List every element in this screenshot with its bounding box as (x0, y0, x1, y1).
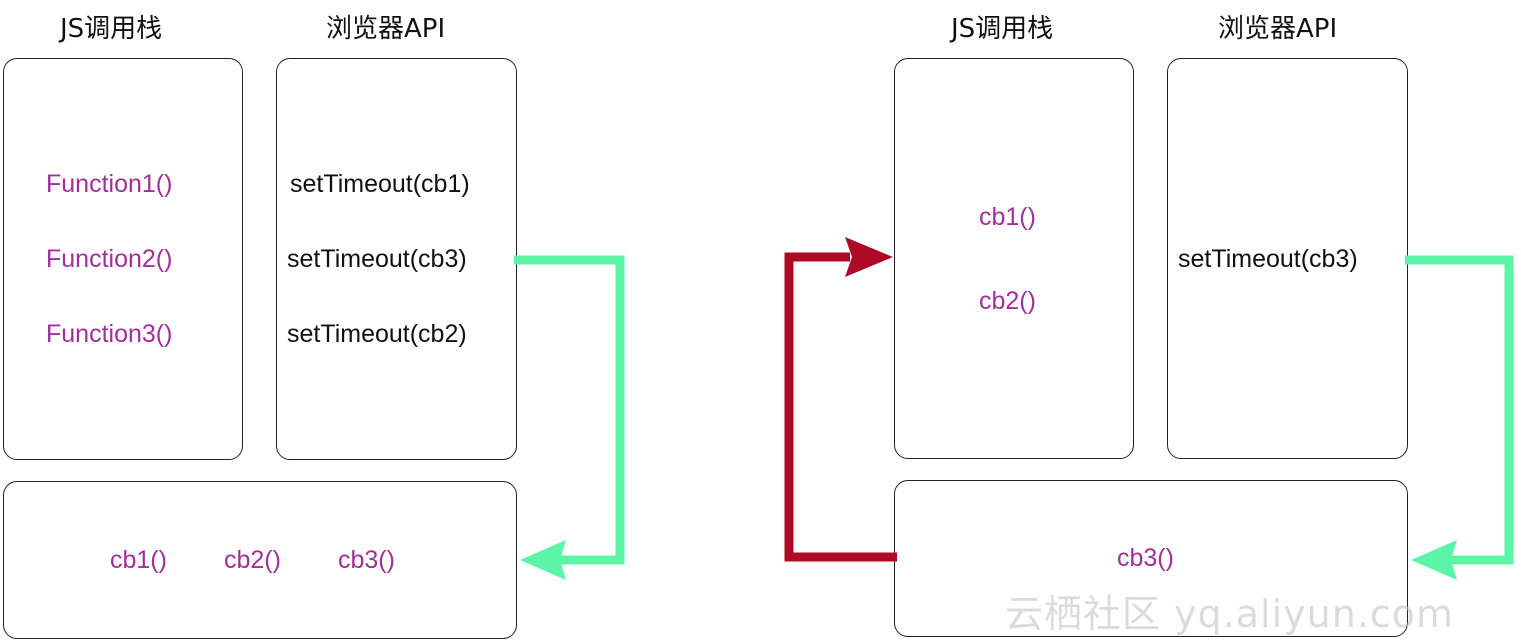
left-stack-item: Function2() (46, 245, 173, 273)
right-queue-item: cb3() (1117, 544, 1174, 572)
left-timer-arrow (514, 255, 625, 580)
watermark: 云栖社区 yq.aliyun.com (1005, 592, 1455, 636)
right-browser-api-box (1167, 58, 1408, 459)
left-queue-item: cb2() (224, 546, 281, 574)
left-callback-queue-box (3, 481, 517, 639)
left-call-stack-box (3, 58, 243, 460)
left-stack-title: JS调用栈 (60, 14, 163, 44)
left-browser-api-box (276, 58, 517, 460)
left-queue-item: cb1() (110, 546, 167, 574)
left-stack-item: Function3() (46, 320, 173, 348)
right-api-title: 浏览器API (1218, 14, 1338, 44)
right-stack-title: JS调用栈 (951, 14, 1054, 44)
right-stack-item: cb1() (979, 203, 1036, 231)
right-api-item: setTimeout(cb3) (1178, 245, 1358, 273)
right-timer-arrow (1405, 255, 1514, 580)
left-api-item: setTimeout(cb1) (290, 170, 470, 198)
left-api-item: setTimeout(cb3) (287, 245, 467, 273)
left-api-title: 浏览器API (326, 14, 446, 44)
left-api-item: setTimeout(cb2) (287, 320, 467, 348)
right-callback-queue-box (894, 480, 1408, 637)
right-stack-item: cb2() (979, 287, 1036, 315)
right-push-arrow (784, 237, 897, 562)
left-queue-item: cb3() (338, 546, 395, 574)
right-call-stack-box (894, 58, 1134, 459)
left-stack-item: Function1() (46, 170, 173, 198)
